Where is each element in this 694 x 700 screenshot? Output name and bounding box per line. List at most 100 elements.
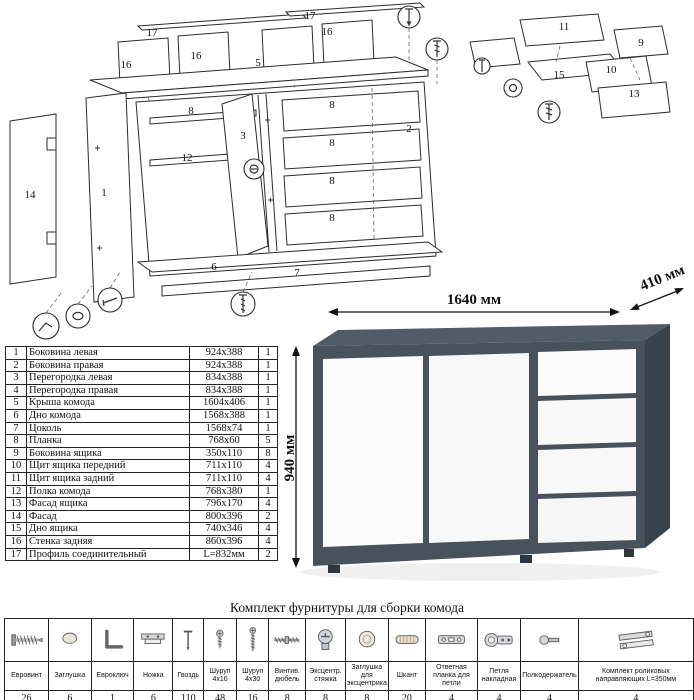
part-qty: 4 [258, 471, 278, 486]
part-number: 17 [5, 547, 27, 562]
top-panel [89, 56, 429, 100]
part-size: 834x388 [189, 371, 259, 385]
part-number: 11 [5, 471, 27, 486]
part-number: 3 [5, 371, 27, 385]
part-qty: 1 [258, 396, 278, 410]
fastener-detail-callouts-top [397, 5, 449, 84]
hardware-item-name: Ножка [133, 661, 174, 691]
shelf-pin-icon [520, 618, 579, 662]
part-size: 924x388 [189, 346, 259, 360]
part-name: Дно комода [26, 408, 190, 423]
part-qty: 2 [258, 509, 278, 524]
part-size: 924x388 [189, 358, 259, 373]
fastener-detail-callouts [32, 158, 265, 340]
part-size: 1568x388 [189, 408, 259, 423]
hinge-icon [476, 618, 522, 662]
diagram-part-label: 9 [638, 37, 644, 49]
hardware-item-name: Шкант [387, 661, 427, 691]
part-name: Дно ящика [26, 522, 190, 536]
diagram-part-label: 8 [329, 212, 335, 224]
part-size: 860x396 [189, 534, 259, 549]
part-name: Крыша комода [26, 396, 190, 410]
hardware-item-name: Петля накладная [476, 661, 522, 691]
part-qty: 5 [258, 434, 278, 448]
hardware-item-name: Комплект роликовых направляющих L=350мм [577, 661, 694, 691]
cam-cap-icon [344, 618, 389, 662]
diagram-part-label: 16 [322, 26, 334, 38]
part-name: Щит ящика передний [26, 459, 190, 473]
dimension-depth: 410 мм [630, 266, 687, 310]
part-size: 711x110 [189, 471, 259, 486]
hardware-kit-title: Комплект фурнитуры для сборки комода [229, 600, 464, 615]
part-size: 1568x74 [189, 421, 259, 436]
diagram-part-label: 2 [406, 123, 412, 135]
hardware-item-name: Винтив. дюбель [268, 661, 307, 691]
width-label: 1640 мм [447, 292, 501, 308]
part-size: 834x388 [189, 383, 259, 398]
nail-icon [172, 618, 205, 662]
hardware-table-row [3, 618, 694, 662]
height-label: 940 мм [282, 435, 298, 482]
hardware-item-qty: 6 [133, 690, 174, 700]
hardware-item-qty: 48 [203, 690, 237, 700]
part-qty: 1 [258, 383, 278, 398]
part-size: 768x60 [189, 434, 259, 448]
hardware-item-qty: 26 [3, 690, 50, 700]
part-qty: 1 [258, 408, 278, 423]
part-qty: 4 [258, 522, 278, 536]
part-name: Стенка задняя [26, 534, 190, 549]
part-name: Полка комода [26, 484, 190, 499]
part-name: Фасад [26, 509, 190, 524]
hardware-item-name: Заглушка [48, 661, 92, 691]
hardware-item-name: Шуруп 4x16 [203, 661, 237, 691]
diagram-part-label: 14 [25, 189, 37, 201]
hardware-item-qty: 4 [520, 690, 579, 700]
part-number: 14 [5, 509, 27, 524]
part-number: 9 [5, 446, 27, 461]
diagram-part-label: 8 [188, 105, 194, 117]
part-qty: 1 [258, 484, 278, 499]
part-number: 16 [5, 534, 27, 549]
dresser-legs [328, 549, 634, 573]
part-number: 2 [5, 358, 27, 373]
part-name: Планка [26, 434, 190, 448]
diagram-part-label: 11 [559, 21, 570, 33]
dresser-top-face [313, 324, 670, 346]
product-render: 1640 мм 410 мм 940 мм [280, 266, 694, 602]
door-panel-left [9, 113, 57, 285]
dresser-drawer-3 [538, 447, 636, 494]
part-size: 796x170 [189, 497, 259, 511]
diagram-part-label: 8 [329, 175, 335, 187]
part-qty: 4 [258, 497, 278, 511]
hardware-item-name: Заглушка для эксцентрика [344, 661, 389, 691]
part-number: 10 [5, 459, 27, 473]
part-qty: 1 [258, 358, 278, 373]
hardware-item-name: Шуруп 4x30 [235, 661, 270, 691]
diagram-part-label: 1 [101, 187, 107, 199]
diagram-part-label: 15 [554, 69, 566, 81]
euro-screw-icon [3, 618, 50, 662]
side-panel-left [85, 92, 135, 303]
floor-shadow [300, 563, 660, 581]
part-size: 1604x406 [189, 396, 259, 410]
part-qty: 8 [258, 446, 278, 461]
leg-icon [133, 618, 174, 662]
diagram-part-label: 6 [211, 261, 217, 273]
diagram-part-label: 16 [191, 50, 203, 62]
part-number: 8 [5, 434, 27, 448]
